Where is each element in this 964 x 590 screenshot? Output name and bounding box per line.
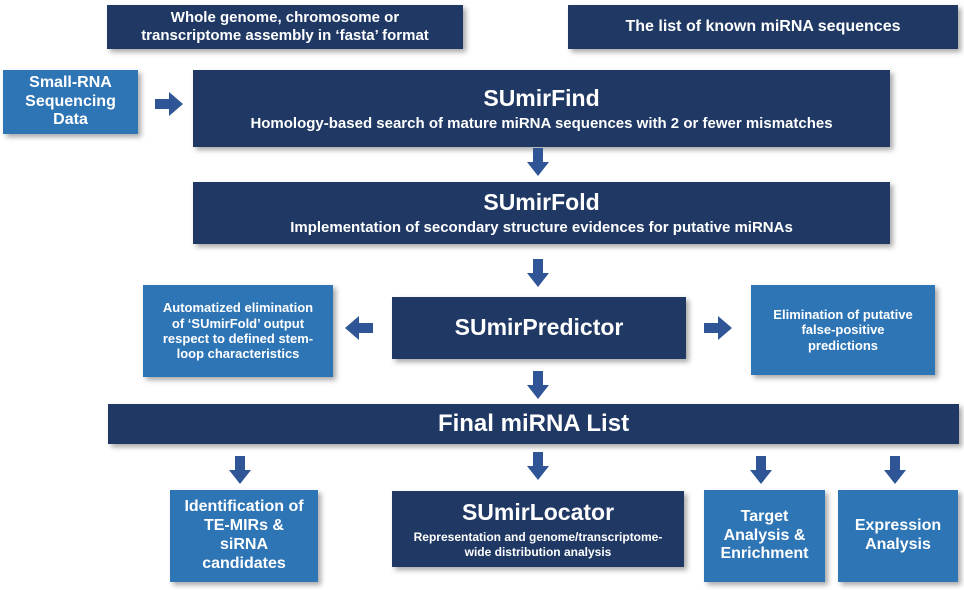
sumirlocator-title: SUmirLocator	[461, 499, 615, 526]
final-mirna-list-box: Final miRNA List	[108, 404, 959, 444]
stemloop-elimination-box: Automatized elimination of ‘SUmirFold’ o…	[143, 285, 333, 377]
sumirfind-title: SUmirFind	[483, 84, 600, 111]
sumirlocator-description: Representation and genome/transcriptome-…	[413, 530, 663, 559]
expression-analysis-box: Expression Analysis	[838, 490, 958, 582]
sumirpredictor-title: SUmirPredictor	[454, 314, 624, 341]
small-rna-input-box: Small-RNA Sequencing Data	[3, 70, 138, 134]
sumirfold-title: SUmirFold	[483, 189, 600, 216]
false-positive-elimination-text: Elimination of putative false-positive p…	[773, 307, 913, 353]
sumirfind-box: SUmirFind Homology-based search of matur…	[193, 70, 890, 147]
down-arrow-icon	[884, 456, 906, 484]
left-arrow-icon	[345, 316, 373, 340]
down-arrow-icon	[229, 456, 251, 484]
stemloop-elimination-text: Automatized elimination of ‘SUmirFold’ o…	[162, 300, 314, 362]
down-arrow-icon	[527, 259, 549, 287]
target-analysis-text: Target Analysis & Enrichment	[720, 507, 809, 563]
down-arrow-icon	[750, 456, 772, 484]
down-arrow-icon	[527, 148, 549, 176]
known-mirna-input-text: The list of known miRNA sequences	[625, 17, 901, 35]
sumirlocator-box: SUmirLocator Representation and genome/t…	[392, 491, 684, 567]
down-arrow-icon	[527, 371, 549, 399]
expression-analysis-text: Expression Analysis	[854, 517, 942, 553]
sumirfold-box: SUmirFold Implementation of secondary st…	[193, 182, 890, 244]
genome-assembly-input-text: Whole genome, chromosome or transcriptom…	[141, 9, 429, 44]
false-positive-elimination-box: Elimination of putative false-positive p…	[751, 285, 935, 375]
final-mirna-list-title: Final miRNA List	[437, 409, 630, 437]
known-mirna-input-box: The list of known miRNA sequences	[568, 5, 958, 49]
te-mirs-box: Identification of TE-MIRs & siRNA candid…	[170, 490, 318, 582]
sumirpredictor-box: SUmirPredictor	[392, 297, 686, 359]
genome-assembly-input-box: Whole genome, chromosome or transcriptom…	[107, 5, 463, 49]
te-mirs-text: Identification of TE-MIRs & siRNA candid…	[184, 498, 304, 572]
sumirfold-description: Implementation of secondary structure ev…	[290, 219, 793, 237]
right-arrow-icon	[155, 92, 183, 116]
down-arrow-icon	[527, 452, 549, 480]
right-arrow-icon	[704, 316, 732, 340]
target-analysis-box: Target Analysis & Enrichment	[704, 490, 825, 582]
sumirfind-description: Homology-based search of mature miRNA se…	[250, 114, 833, 132]
small-rna-input-text: Small-RNA Sequencing Data	[25, 73, 116, 129]
